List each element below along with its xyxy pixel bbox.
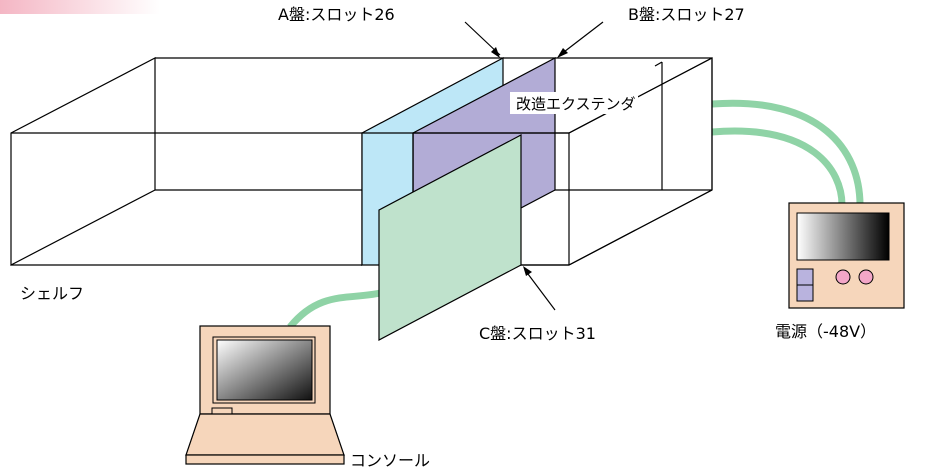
console-label: コンソール — [350, 451, 430, 469]
board-b-label: B盤:スロット27 — [628, 5, 745, 24]
power-label: 電源（-48V） — [775, 322, 876, 341]
laptop-icon — [185, 325, 345, 465]
extender-label: 改造エクステンダ — [516, 95, 636, 113]
board-a-label: A盤:スロット26 — [278, 5, 395, 24]
leader-lines — [464, 21, 604, 311]
board-c-label: C盤:スロット31 — [479, 324, 596, 343]
console-cable — [287, 289, 381, 330]
corner-accent — [0, 0, 160, 14]
extender-label-bg — [510, 92, 638, 114]
power-supply-icon — [788, 202, 905, 309]
board-c — [378, 134, 522, 341]
power-cable — [711, 99, 864, 206]
shelf-front — [11, 132, 362, 266]
shelf-label: シェルフ — [20, 284, 84, 303]
